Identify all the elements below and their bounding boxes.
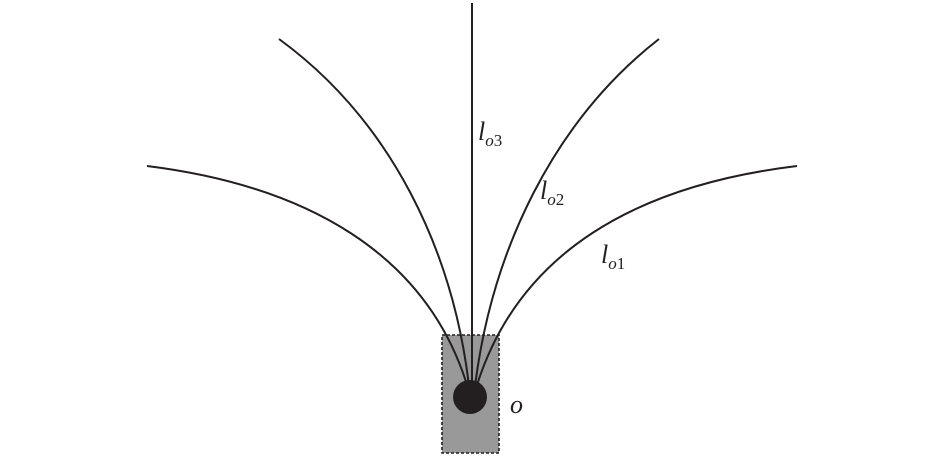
label-lo2: lo2 bbox=[540, 176, 564, 209]
label-lo1: lo1 bbox=[601, 240, 625, 273]
origin-dot bbox=[453, 380, 487, 414]
curves bbox=[146, 3, 798, 396]
curve-right-outer bbox=[473, 165, 798, 396]
label-lo3: lo3 bbox=[478, 117, 502, 150]
label-origin: o bbox=[510, 390, 523, 419]
curve-right-inner bbox=[473, 38, 660, 396]
curve-left-inner bbox=[278, 38, 471, 396]
curve-left-outer bbox=[146, 165, 471, 396]
